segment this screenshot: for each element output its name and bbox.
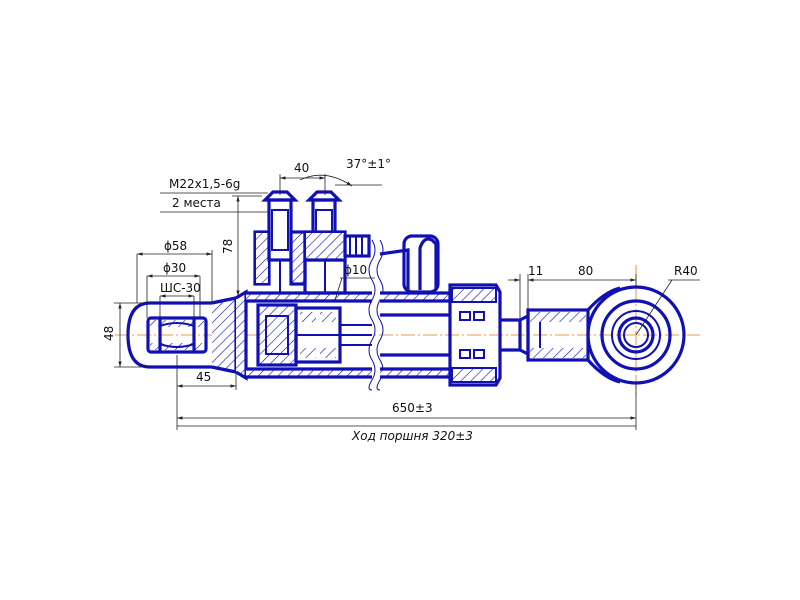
- port-dia-label: ϕ10: [344, 263, 367, 277]
- hydraulic-hose: [379, 237, 438, 290]
- radius-label: R40: [674, 264, 698, 278]
- break-line-left: [368, 239, 376, 391]
- dimensions: [114, 174, 700, 430]
- port-fitting-left: [253, 190, 307, 293]
- angle-label: 37°±1°: [346, 157, 391, 171]
- spherical-bearing: [146, 316, 208, 354]
- eye-offset-label: 45: [196, 370, 211, 384]
- rod-gap-label: 11: [528, 264, 543, 278]
- cylinder-bottom: [235, 289, 248, 381]
- port-fitting-right: [303, 190, 371, 295]
- eye-height-label: 48: [102, 326, 116, 341]
- piston: [256, 303, 372, 367]
- thread-label: M22x1,5-6g: [169, 177, 240, 191]
- places-label: 2 места: [172, 196, 221, 210]
- rod-gland: [448, 283, 520, 387]
- hose-clamp: [402, 234, 440, 294]
- stroke-label: Ход поршня 320±3: [351, 429, 473, 443]
- inner-dia-label: ϕ30: [163, 261, 186, 275]
- height-label: 78: [221, 239, 235, 254]
- rod-length-label: 80: [578, 264, 593, 278]
- left-eye-lug: [126, 296, 238, 374]
- outer-dia-label: ϕ58: [164, 239, 187, 253]
- total-length-label: 650±3: [392, 401, 433, 415]
- spacing-label: 40: [294, 161, 309, 175]
- bearing-label: ШС-30: [160, 281, 201, 295]
